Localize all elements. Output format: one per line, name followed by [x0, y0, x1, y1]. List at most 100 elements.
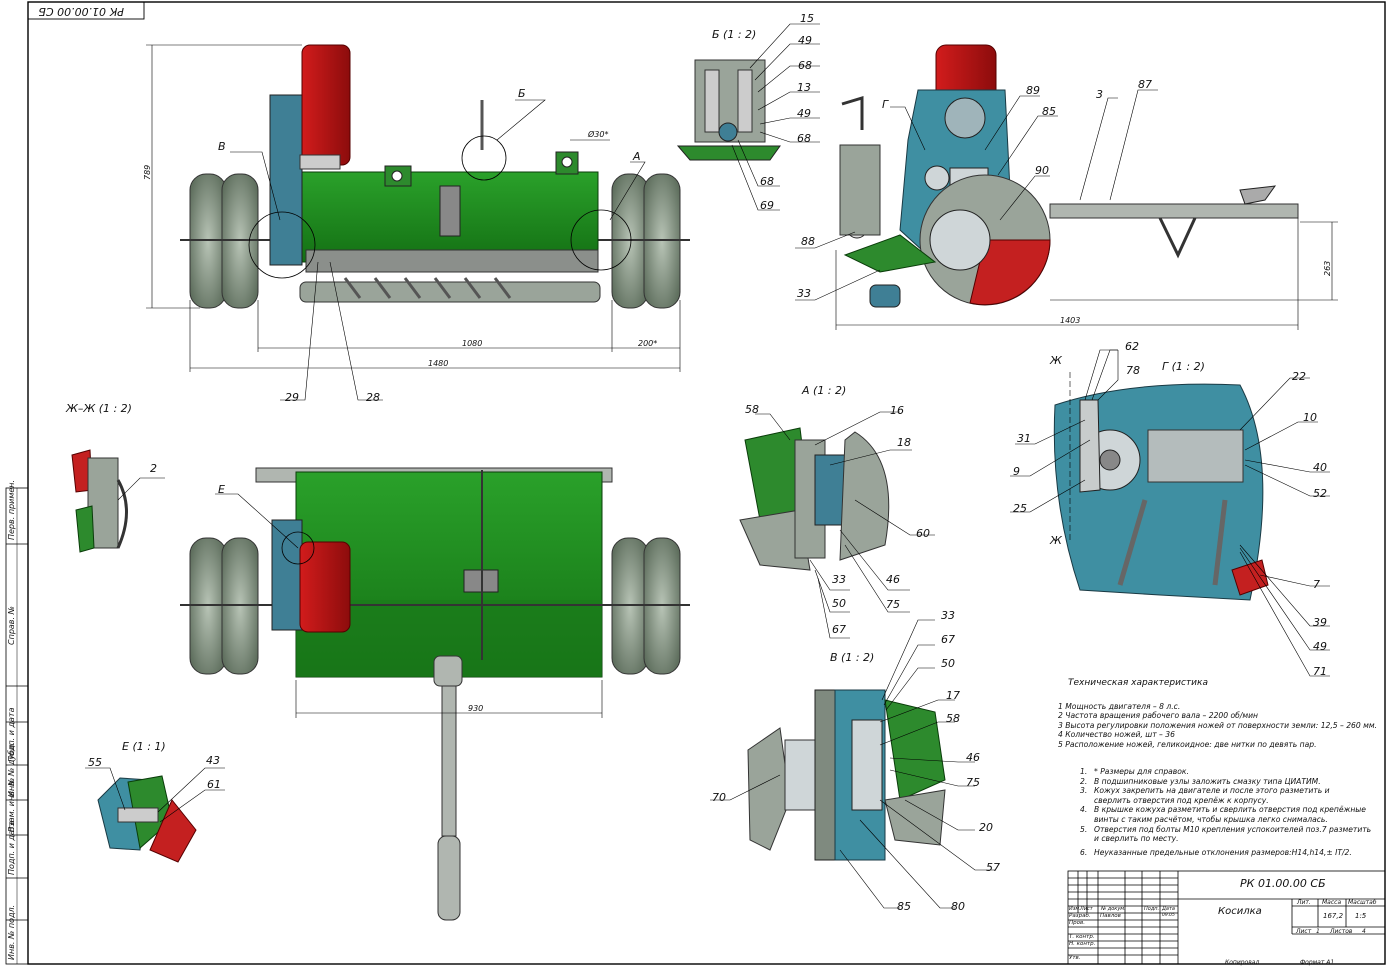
detail-view-b: Б (1 : 2) 15 49 68 13 49 68 68 69: [676, 12, 820, 212]
front-view: 789 1080 200* 1480 Ø30* В Б А 29 28: [143, 44, 690, 404]
callout-55: 55: [88, 756, 102, 769]
note-text: В подшипниковые узлы заложить смазку тип…: [1094, 776, 1321, 786]
callout-90: 90: [1035, 164, 1049, 177]
tb-hdr-sheet: Лист: [1080, 906, 1093, 912]
view-title-g: Г (1 : 2): [1162, 360, 1205, 373]
callout-50-a: 50: [832, 597, 846, 610]
note-number: 3.: [1080, 786, 1088, 796]
stamp-reference: Справ. №: [7, 606, 16, 645]
callout-33-a: 33: [832, 573, 846, 586]
tb-sheet-no: 1: [1316, 928, 1320, 935]
callout-7: 7: [1313, 578, 1320, 591]
callout-18: 18: [897, 436, 911, 449]
tb-hdr-change: Изм.: [1069, 906, 1081, 912]
spec-line: 4 Количество ножей, шт – 36: [1058, 730, 1175, 740]
callout-10: 10: [1303, 411, 1317, 424]
view-title-v: В (1 : 2): [830, 651, 874, 664]
detail-view-g: Г (1 : 2) Ж Ж 62 78 22: [1010, 340, 1330, 678]
spec-line: 2 Частота вращения рабочего вала – 2200 …: [1058, 711, 1259, 721]
callout-62: 62: [1125, 340, 1139, 353]
corner-designation: РК 01.00.00 СБ: [38, 5, 124, 18]
callout-28: 28: [366, 391, 380, 404]
callout-49-top: 49: [798, 34, 812, 47]
tb-role-ncontrol: Н. контр.: [1069, 941, 1096, 947]
callout-75-a: 75: [886, 598, 900, 611]
callout-61: 61: [207, 778, 221, 791]
detail-view-a: А (1 : 2) 58 16 18 60 33 50 67 46 75: [739, 384, 935, 639]
cut-mark-zh-bottom: Ж: [1049, 534, 1063, 547]
note-number: 1.: [1080, 767, 1088, 776]
tb-date: 09.05: [1162, 913, 1175, 918]
tb-col-lit: Лит.: [1297, 899, 1311, 906]
tb-role-tcontrol: Т. контр.: [1069, 934, 1095, 940]
view-title-b: Б (1 : 2): [712, 28, 756, 41]
callout-9: 9: [1013, 465, 1020, 478]
top-fuel-tank: [299, 541, 351, 633]
fuel-tank: [301, 44, 351, 166]
callout-letter-three: 3: [1096, 88, 1103, 101]
callout-69: 69: [760, 199, 774, 212]
callout-58-a: 58: [745, 403, 759, 416]
callout-33-side: 33: [797, 287, 811, 300]
side-drawbar: [1049, 203, 1299, 219]
note-number: 2.: [1080, 776, 1088, 786]
callout-85-side: 85: [1042, 105, 1056, 118]
spec-line: 1 Мощность двигателя – 8 л.с.: [1058, 701, 1181, 711]
dim-1403: 1403: [1060, 316, 1080, 325]
stamp-inv-orig: Инв. № подл.: [7, 905, 16, 960]
callout-87: 87: [1138, 78, 1152, 91]
tb-sheet-label: Лист: [1296, 928, 1312, 935]
engine-block: [269, 94, 303, 266]
stamp-sign-date-2: Подп. и дата: [7, 820, 16, 875]
callout-39: 39: [1313, 616, 1327, 629]
technical-notes: 1. * Размеры для справок. 2. В подшипников…: [1080, 767, 1371, 857]
detail-circle-a: [570, 209, 632, 271]
tb-role-approve: Утв.: [1069, 955, 1081, 961]
callout-33-v: 33: [941, 609, 955, 622]
note-text: * Размеры для справок.: [1094, 767, 1189, 776]
callout-43: 43: [206, 754, 220, 767]
callout-67-a: 67: [832, 623, 846, 636]
callout-78: 78: [1126, 364, 1140, 377]
callout-letter-g: Г: [882, 98, 889, 111]
stamp-inv-dup: Инв. № дубл.: [7, 742, 16, 797]
callout-29: 29: [285, 391, 299, 404]
callout-70: 70: [712, 791, 726, 804]
tb-hdr-sign: Подп.: [1144, 906, 1160, 912]
callout-letter-v: В: [218, 140, 226, 153]
callout-68-low: 68: [760, 175, 774, 188]
callout-letter-b: Б: [518, 87, 526, 100]
stamp-sign-date-1: Подп. и дата: [7, 707, 16, 762]
tech-specs: Техническая характеристика 1 Мощность дв…: [1058, 678, 1377, 750]
tb-role-developer: Разраб.: [1069, 913, 1091, 919]
callout-58-v: 58: [946, 712, 960, 725]
top-view: 930 Е: [180, 467, 690, 921]
callout-85-v: 85: [897, 900, 911, 913]
tb-name: Косилка: [1218, 906, 1262, 917]
callout-80: 80: [951, 900, 965, 913]
note-number: 5.: [1080, 824, 1088, 834]
view-title-a: А (1 : 2): [801, 384, 846, 397]
view-title-e: Е (1 : 1): [122, 740, 166, 753]
note-text: Отверстия под болты М10 крепления успоко…: [1094, 824, 1372, 834]
callout-letter-e: Е: [218, 483, 225, 496]
callout-20: 20: [979, 821, 993, 834]
note-text: сверлить отверстия под крепёж к корпусу.: [1094, 795, 1269, 805]
callout-68-top: 68: [798, 59, 812, 72]
callout-46-v: 46: [966, 751, 980, 764]
note-text: и сверлить по месту.: [1094, 834, 1179, 844]
tb-format: Формат А1: [1300, 959, 1335, 966]
callout-15: 15: [800, 12, 814, 25]
callout-16: 16: [890, 404, 904, 417]
view-title-zh: Ж–Ж (1 : 2): [65, 402, 132, 415]
spec-line: 5 Расположение ножей, геликоидное: две н…: [1058, 739, 1317, 749]
callout-letter-a: А: [632, 150, 641, 163]
side-view: 1403 263 89 85 3 87 90 Г 88 33: [795, 44, 1338, 330]
note-text: В крышке кожуха разметить и сверлить отв…: [1094, 805, 1366, 815]
tb-hdr-doc: № докум.: [1101, 906, 1126, 912]
detail-circle-v: [248, 211, 316, 279]
callout-49-g: 49: [1313, 640, 1327, 653]
callout-68-mid: 68: [797, 132, 811, 145]
dim-200: 200*: [638, 339, 657, 348]
tb-developer-name: Павлов: [1100, 913, 1121, 919]
